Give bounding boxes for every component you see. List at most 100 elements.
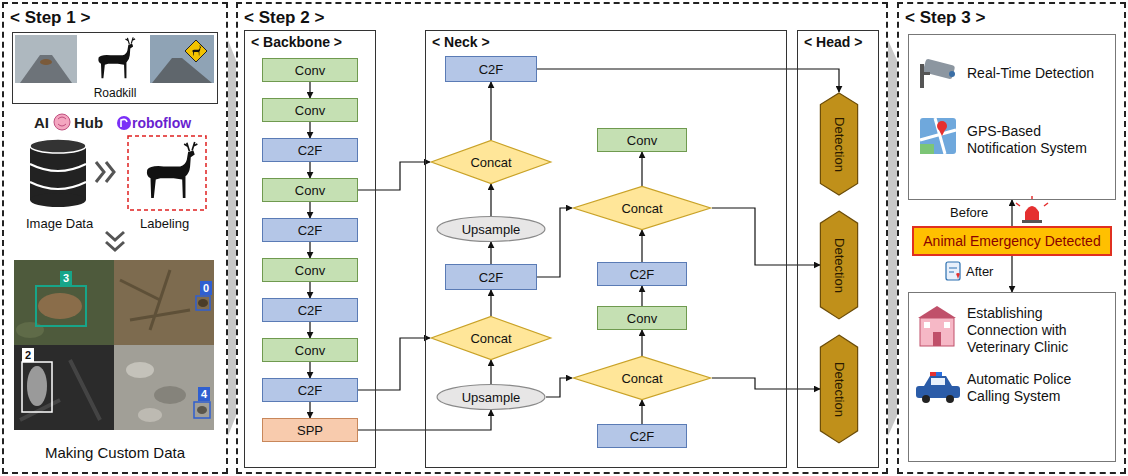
connector-arrow	[490, 82, 491, 140]
box-label: C2F	[298, 143, 323, 158]
text-label: Labeling	[140, 216, 189, 231]
text-label: Making Custom Data	[45, 444, 185, 461]
conv-block: Conv	[262, 338, 358, 362]
box-label: Concat	[470, 331, 511, 346]
connector-arrow	[712, 378, 820, 389]
box-label: C2F	[298, 223, 323, 238]
concat-diamond: Concat	[572, 186, 712, 230]
box-label: C2F	[479, 270, 504, 285]
connector-arrow	[490, 242, 491, 264]
box-label: Conv	[295, 343, 325, 358]
box-label: C2F	[630, 429, 655, 444]
custom-data-photos	[14, 260, 214, 430]
connector-arrow	[309, 202, 310, 218]
connector-arrow	[309, 82, 310, 98]
text-label: Before	[950, 205, 988, 220]
box-label: Establishing Connection with Veterinary …	[967, 305, 1107, 356]
connector-arrow	[309, 122, 310, 138]
conv-block: Conv	[262, 258, 358, 282]
connector-arrow	[309, 322, 310, 338]
detection-hexagon: Detection	[820, 92, 858, 196]
text-label: roboflow	[132, 115, 191, 131]
connector-arrow	[1011, 200, 1012, 226]
box-label: Conv	[295, 263, 325, 278]
box-label: Upsample	[462, 222, 521, 237]
map-icon	[920, 118, 956, 154]
box-label: Concat	[621, 371, 662, 386]
conv-block: Conv	[262, 58, 358, 82]
connector-arrow	[490, 184, 491, 216]
module-box: < Head >DetectionDetectionDetection	[797, 30, 879, 468]
box-label: Upsample	[462, 390, 521, 405]
upsample-ellipse: Upsample	[436, 216, 546, 242]
box-label: Conv	[295, 63, 325, 78]
c2f-block: C2F	[597, 262, 687, 286]
box-label: Detection	[832, 238, 847, 293]
connector-arrow	[641, 230, 642, 262]
text-label: AI	[34, 114, 49, 131]
labeling-illustration	[128, 136, 206, 210]
box-label: Roadkill	[91, 86, 140, 100]
siren-icon	[1016, 196, 1048, 223]
upsample-ellipse: Upsample	[436, 384, 546, 410]
concat-diamond: Concat	[572, 356, 712, 400]
c2f-block: C2F	[262, 138, 358, 162]
callout-number: 4	[198, 387, 210, 401]
c2f-block: C2F	[445, 56, 537, 82]
c2f-block: C2F	[262, 218, 358, 242]
section-heading: < Step 1 >	[10, 8, 90, 28]
police-car-icon	[916, 372, 960, 403]
conv-block: Conv	[262, 178, 358, 202]
conv-block: Conv	[597, 306, 687, 330]
connector-arrow	[641, 330, 642, 356]
connector-arrow	[641, 152, 642, 186]
box-label: Conv	[295, 103, 325, 118]
c2f-block: C2F	[597, 424, 687, 448]
concat-diamond: Concat	[430, 316, 552, 360]
text-label: After	[966, 264, 993, 279]
c2f-block: C2F	[445, 264, 537, 290]
box-label: Automatic Police Calling System	[967, 371, 1107, 405]
section-heading: < Head >	[804, 34, 862, 50]
connector-arrow	[641, 286, 642, 306]
roadkill-illustration	[15, 35, 214, 83]
connector-arrow	[537, 69, 839, 92]
connector-arrow	[641, 400, 642, 424]
text-label: Image Data	[26, 216, 93, 231]
step-panel: < Step 1 > Roadkill	[2, 2, 228, 474]
box-label: Animal Emergency Detected	[923, 233, 1100, 249]
section-heading: < Neck >	[432, 34, 490, 50]
cctv-icon	[920, 58, 955, 88]
c2f-block: C2F	[262, 378, 358, 402]
conv-block: Conv	[597, 128, 687, 152]
box-label: Concat	[470, 155, 511, 170]
detection-hexagon: Detection	[820, 210, 858, 320]
action-box: Establishing Connection with Veterinary …	[908, 292, 1116, 462]
action-box: Real-Time DetectionGPS-Based Notificatio…	[908, 34, 1116, 200]
connector-arrow	[309, 362, 310, 378]
box-label: Real-Time Detection	[967, 65, 1107, 82]
connector-arrow	[358, 162, 430, 190]
box-label: C2F	[630, 267, 655, 282]
concat-diamond: Concat	[430, 140, 552, 184]
module-box: < Neck >C2FConvConcatConcatUpsampleC2FC2…	[425, 30, 787, 468]
connector-arrow	[537, 208, 572, 277]
section-heading: < Step 3 >	[905, 8, 985, 28]
step-panel: < Step 2 >< Backbone >ConvConvC2FConvC2F…	[236, 2, 888, 474]
connector-arrow	[490, 290, 491, 316]
connector-arrow	[546, 378, 572, 397]
box-label: GPS-Based Notification System	[967, 123, 1107, 157]
text-label: Hub	[74, 114, 103, 131]
box-label: C2F	[479, 62, 504, 77]
database-icon	[30, 139, 86, 207]
section-heading: < Step 2 >	[244, 8, 324, 28]
module-box: < Backbone >ConvConvC2FConvC2FConvC2FCon…	[244, 30, 376, 468]
section-heading: < Backbone >	[251, 34, 342, 50]
c2f-block: C2F	[262, 298, 358, 322]
box-label: Concat	[621, 201, 662, 216]
connector-arrow	[1011, 256, 1012, 292]
spp-block: SPP	[262, 418, 358, 442]
connector-arrow	[490, 360, 491, 384]
alert-box: Animal Emergency Detected	[912, 226, 1112, 256]
